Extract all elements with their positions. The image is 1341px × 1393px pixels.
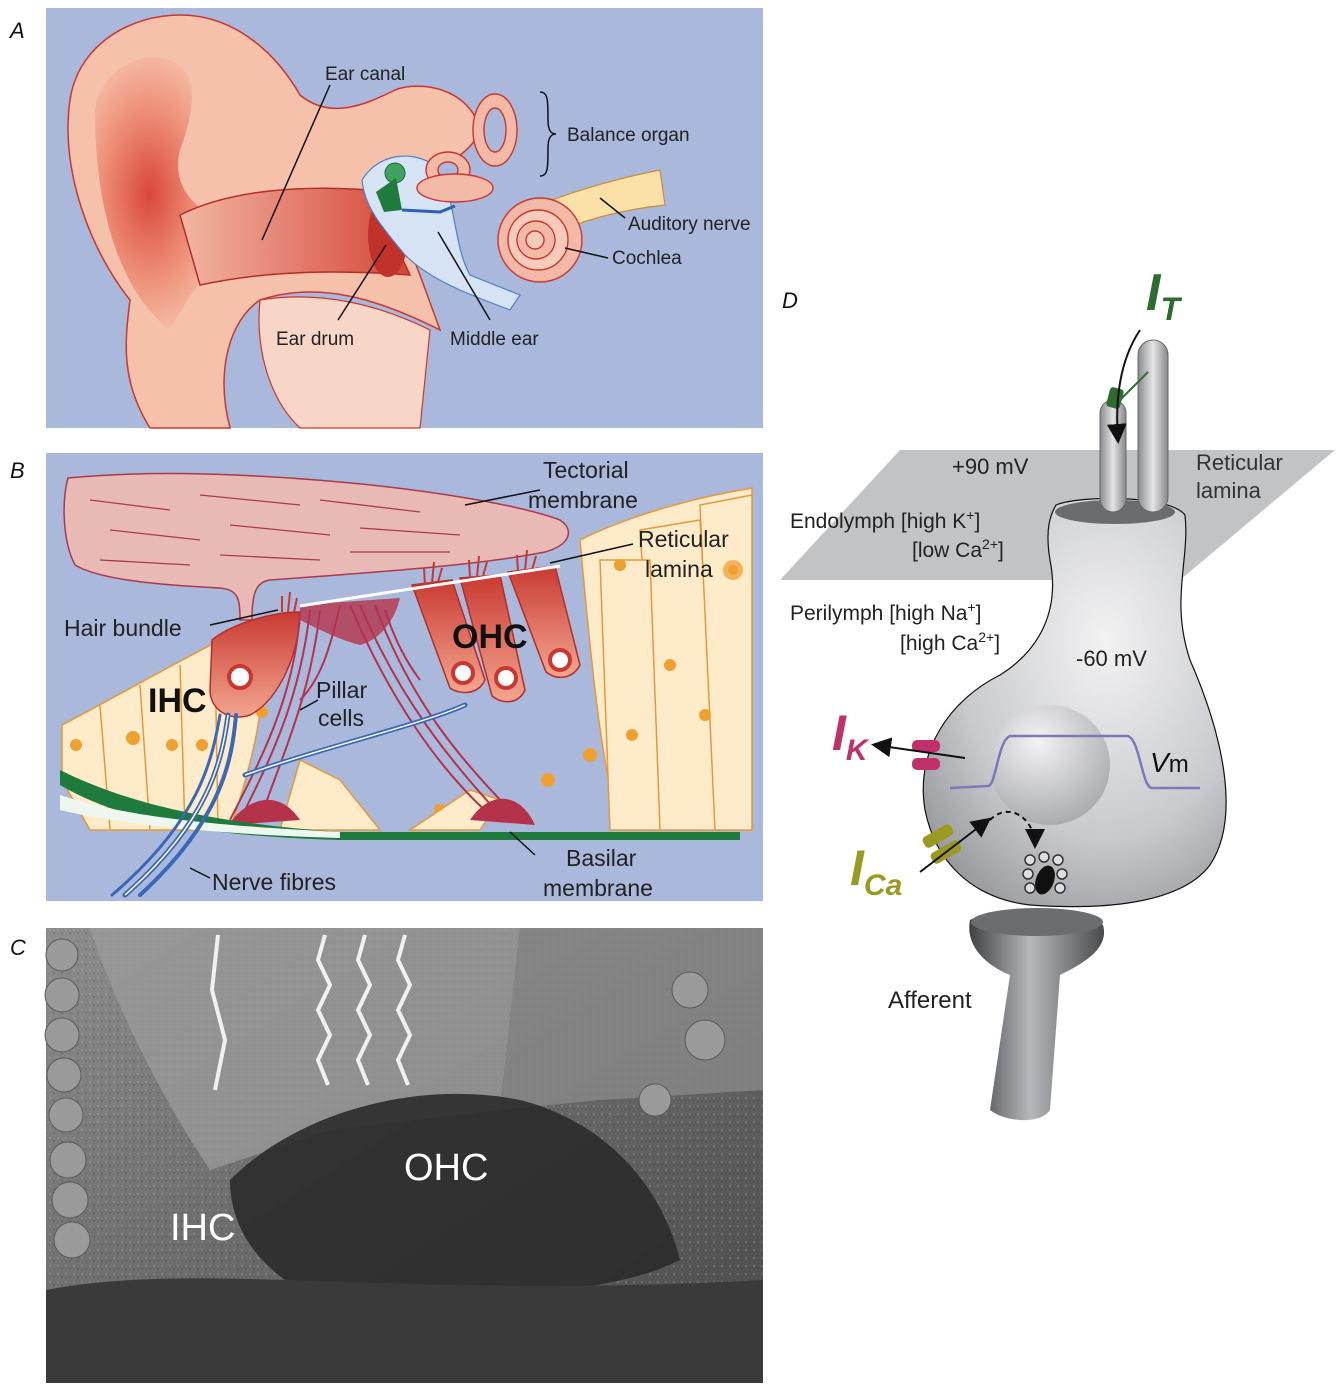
- label-tectorial-2: membrane: [528, 487, 638, 513]
- synaptic-ribbon: [1023, 852, 1067, 897]
- label-ear-drum: Ear drum: [276, 329, 354, 350]
- panel-b-letter: B: [10, 458, 25, 483]
- panel-d-letter: D: [782, 288, 798, 313]
- label-ik: IK: [832, 705, 870, 767]
- afferent-terminal: [969, 910, 1104, 1120]
- label-tectorial-1: Tectorial: [543, 457, 629, 483]
- label-reticular-d-1: Reticular: [1196, 450, 1283, 475]
- label-minus60: -60 mV: [1076, 646, 1147, 671]
- label-it: IT: [1146, 264, 1182, 327]
- panel-c: C OHC IHC: [10, 928, 763, 1383]
- panel-c-letter: C: [10, 935, 26, 960]
- label-basilar-2: membrane: [543, 875, 653, 901]
- label-cochlea: Cochlea: [612, 248, 682, 269]
- label-ohc-c: OHC: [404, 1147, 488, 1189]
- label-pillar-2: cells: [318, 705, 364, 731]
- label-plus90: +90 mV: [952, 454, 1029, 479]
- panel-a: A: [8, 8, 763, 428]
- label-ihc-c: IHC: [170, 1207, 235, 1249]
- label-ica: ICa: [850, 840, 902, 902]
- label-pillar-1: Pillar: [316, 677, 367, 703]
- label-vm: Vm: [1150, 747, 1189, 778]
- label-ohc-b: OHC: [452, 618, 528, 656]
- label-reticular-2: lamina: [645, 556, 713, 582]
- label-auditory-nerve: Auditory nerve: [628, 214, 751, 235]
- panel-d: D IT +90 mV Reticular lamina Endolymph […: [780, 264, 1335, 1120]
- label-ihc-b: IHC: [148, 682, 207, 720]
- panel-b: B: [10, 453, 763, 901]
- label-high-ca: [high Ca2+]: [900, 629, 1000, 655]
- label-ear-canal: Ear canal: [325, 64, 405, 85]
- label-reticular-d-2: lamina: [1196, 478, 1262, 503]
- panel-a-letter: A: [8, 18, 25, 43]
- label-basilar-1: Basilar: [566, 845, 637, 871]
- label-afferent: Afferent: [888, 987, 972, 1014]
- label-balance-organ: Balance organ: [567, 125, 690, 146]
- cochlea: [498, 198, 582, 282]
- label-nerve-fibres: Nerve fibres: [212, 869, 336, 895]
- label-perilymph: Perilymph [high Na+]: [790, 599, 981, 625]
- label-endolymph: Endolymph [high K+]: [790, 507, 980, 533]
- label-middle-ear: Middle ear: [450, 329, 539, 350]
- label-reticular-1: Reticular: [638, 526, 729, 552]
- label-hair-bundle: Hair bundle: [64, 615, 182, 641]
- nucleus: [990, 705, 1110, 825]
